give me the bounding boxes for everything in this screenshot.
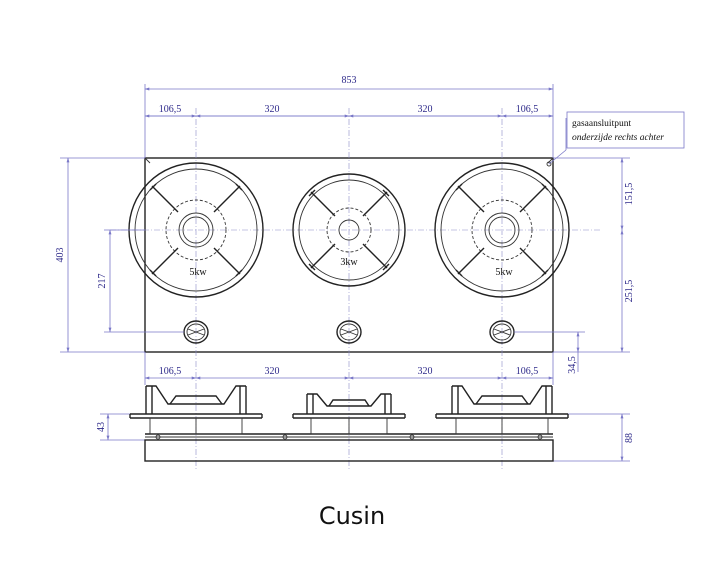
dim-side-height-left: 43: [96, 422, 107, 432]
burner-right: [434, 162, 570, 298]
dim-spacing-right-top: 320: [418, 104, 433, 115]
gas-connection-note: gasaansluitpunt onderzijde rechts achter: [572, 119, 664, 143]
dim-spacing-right-bottom: 320: [418, 366, 433, 377]
dim-knob-offset: 34,5: [567, 356, 578, 374]
burner-middle-power: 3kw: [340, 257, 358, 268]
dim-edge-left-bottom: 106,5: [159, 366, 182, 377]
top-view: 5kw 3kw 5kw: [110, 108, 600, 470]
dim-bottom-right: 251,5: [624, 280, 635, 303]
side-view: [129, 385, 569, 462]
dim-overall-width: 853: [342, 75, 357, 86]
burner-right-power: 5kw: [495, 267, 513, 278]
dim-depth: 403: [55, 248, 66, 263]
dim-spacing-left-bottom: 320: [265, 366, 280, 377]
burner-left-power: 5kw: [189, 267, 207, 278]
side-burner-left: [129, 385, 263, 435]
dimension-labels: 853 106,5 320 320 106,5 106,5 320 320 10…: [55, 75, 635, 443]
caption: Cusin: [319, 502, 385, 530]
dim-edge-right-bottom: 106,5: [516, 366, 539, 377]
side-burner-right: [435, 385, 569, 435]
dimension-lines: [60, 84, 685, 462]
dim-edge-right-top: 106,5: [516, 104, 539, 115]
note-line-1: gasaansluitpunt: [572, 119, 631, 129]
burner-middle: [292, 173, 406, 287]
dim-edge-left-top: 106,5: [159, 104, 182, 115]
center-lines: [110, 108, 600, 470]
knobs: [183, 320, 515, 344]
side-burner-middle: [292, 393, 406, 435]
note-line-2: onderzijde rechts achter: [572, 133, 664, 143]
dim-side-height-right: 88: [624, 433, 635, 443]
dim-top-right: 151,5: [624, 183, 635, 206]
dim-knob-to-center: 217: [97, 274, 108, 289]
dim-spacing-left-top: 320: [265, 104, 280, 115]
